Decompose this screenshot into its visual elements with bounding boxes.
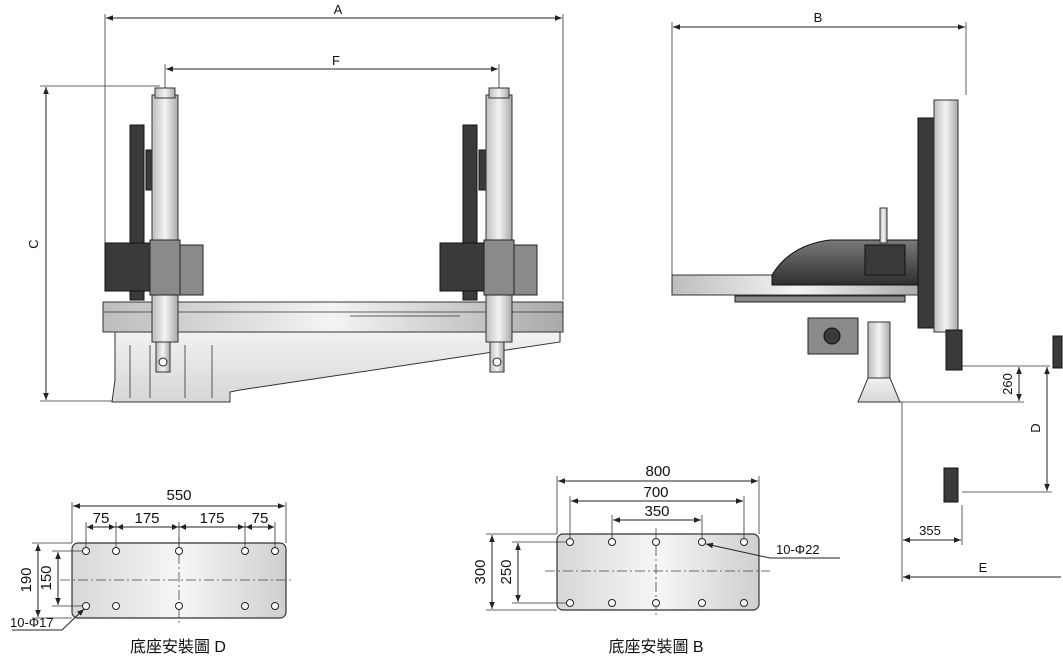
- dim-b-label: B: [814, 10, 823, 25]
- front-view: A F C: [26, 2, 564, 403]
- dim-a-label: A: [334, 2, 343, 17]
- right-motor: [439, 242, 486, 292]
- plate-b-mid-width-label: 700: [643, 484, 668, 501]
- plate-b-holes: [566, 538, 748, 607]
- dim-260-label: 260: [1000, 373, 1015, 395]
- plate-d-holes: [82, 547, 279, 610]
- left-motor: [104, 242, 151, 292]
- side-cable-chain: [917, 117, 935, 329]
- plate-b-inner-width-label: 350: [644, 503, 669, 520]
- left-column: [151, 94, 179, 343]
- plate-d-inner-height-label: 150: [38, 565, 55, 590]
- base-plate-d: 550 75 175 175 75 190 150 10-Φ17 底座安裝圖 D: [10, 487, 292, 656]
- side-pedestal: [857, 377, 901, 403]
- plate-b-inner-height-label: 250: [498, 559, 515, 584]
- side-view: B 260 D 355 E: [671, 10, 1063, 582]
- plate-d-seg4-label: 75: [252, 510, 269, 527]
- plate-b-height-label: 300: [472, 559, 489, 584]
- plate-d-seg2-label: 175: [134, 510, 159, 527]
- right-column: [485, 94, 513, 343]
- plate-d-height-label: 190: [18, 567, 35, 592]
- dim-d-label: D: [1028, 423, 1043, 432]
- plate-b-hole-callout: 10-Φ22: [776, 542, 820, 557]
- plate-b: [556, 533, 760, 611]
- side-column: [933, 99, 959, 333]
- base-plate-b: 800 700 350 300 250 10-Φ22 底座安裝圖 B: [472, 463, 840, 656]
- dim-c-label: C: [26, 239, 41, 248]
- plate-d-hole-callout: 10-Φ17: [10, 615, 54, 630]
- plate-b-caption: 底座安裝圖 B: [608, 638, 703, 656]
- plate-d-width-label: 550: [166, 487, 191, 504]
- dim-e-label: E: [979, 560, 988, 575]
- dim-355-label: 355: [919, 523, 941, 538]
- plate-d-seg1-label: 75: [93, 510, 110, 527]
- plate-d-seg3-label: 175: [199, 510, 224, 527]
- plate-b-width-label: 800: [645, 463, 670, 480]
- plate-d-caption: 底座安裝圖 D: [130, 638, 226, 656]
- dim-f-label: F: [332, 53, 340, 68]
